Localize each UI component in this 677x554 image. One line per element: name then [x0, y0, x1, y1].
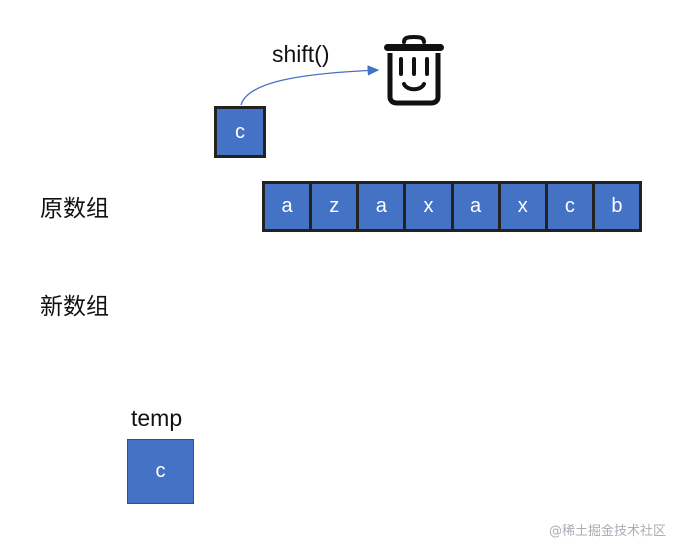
- watermark: @稀土掘金技术社区: [548, 524, 666, 539]
- array-cell-0: a: [265, 184, 310, 229]
- array-cell-4: a: [453, 184, 498, 229]
- original-array-label: 原数组: [40, 196, 109, 222]
- original-array: a z a x a x c b: [262, 181, 642, 232]
- array-cell-5: x: [500, 184, 545, 229]
- array-cell-value: a: [470, 195, 482, 217]
- array-cell-value: a: [281, 195, 293, 217]
- array-cell-value: c: [564, 195, 575, 217]
- array-cell-3: x: [406, 184, 451, 229]
- array-cell-value: b: [611, 195, 623, 217]
- array-cell-2: a: [359, 184, 404, 229]
- array-cell-value: z: [329, 195, 340, 217]
- temp-cell: c: [127, 439, 194, 504]
- temp-label: temp: [131, 405, 183, 431]
- array-cell-value: x: [517, 195, 528, 217]
- array-cell-1: z: [312, 184, 357, 229]
- trash-can-face-icon: [380, 34, 448, 106]
- temp-value: c: [155, 460, 166, 482]
- new-array-label: 新数组: [40, 294, 109, 320]
- array-cell-6: c: [547, 184, 592, 229]
- shift-operation-label: shift(): [272, 41, 330, 67]
- array-cell-value: x: [423, 195, 434, 217]
- shifted-element-cell: c: [214, 106, 266, 158]
- array-cell-value: a: [375, 195, 387, 217]
- array-cell-7: b: [594, 184, 639, 229]
- shifted-element-value: c: [235, 120, 245, 143]
